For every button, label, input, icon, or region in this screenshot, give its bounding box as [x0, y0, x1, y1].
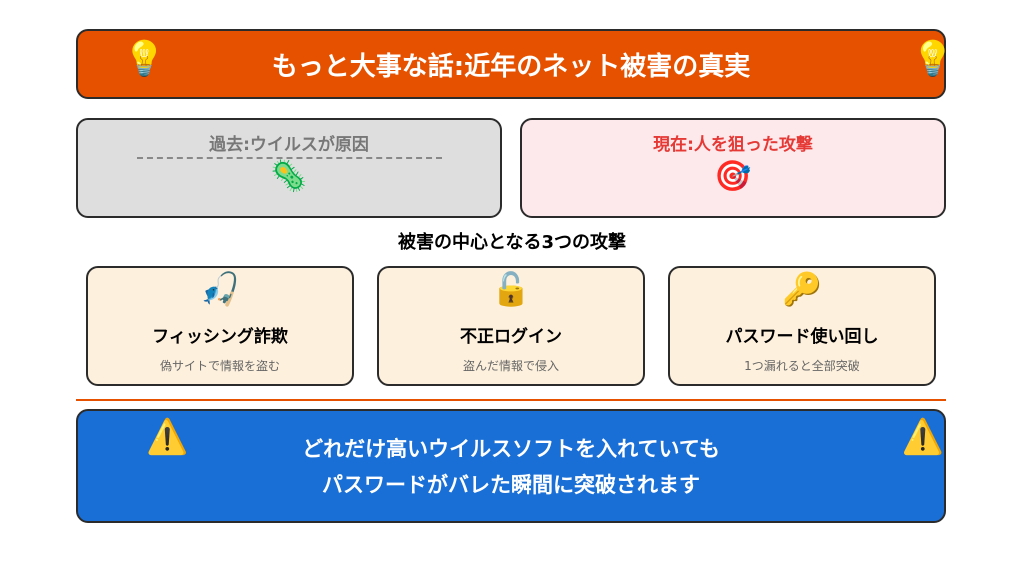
card-desc: 1つ漏れると全部突破: [744, 359, 860, 373]
card-desc: 偽サイトで情報を盗む: [159, 359, 280, 373]
warning-banner: ⚠️ どれだけ高いウイルスソフトを入れていても パスワードがバレた瞬間に突破され…: [76, 409, 946, 523]
card-unauthorized-login: 🔓 不正ログイン 盗んだ情報で侵入: [377, 266, 645, 386]
section-heading: 被害の中心となる3つの攻撃: [398, 232, 626, 253]
lightbulb-icon: 💡: [123, 39, 166, 79]
past-panel: 過去:ウイルスが原因 🦠: [76, 118, 502, 218]
unlock-icon: 🔓: [491, 270, 531, 308]
card-phishing: 🎣 フィッシング詐欺 偽サイトで情報を盗む: [86, 266, 354, 386]
target-icon: 🎯: [714, 159, 752, 194]
page-title: もっと大事な話:近年のネット被害の真実: [271, 51, 751, 82]
fishing-icon: 🎣: [200, 270, 240, 308]
divider-line: [76, 399, 946, 401]
lightbulb-icon: 💡: [911, 39, 954, 79]
card-title: 不正ログイン: [460, 327, 562, 347]
warning-icon: ⚠️: [901, 417, 944, 457]
virus-icon: 🦠: [270, 159, 308, 194]
past-label: 過去:ウイルスが原因: [209, 135, 369, 155]
card-title: パスワード使い回し: [725, 327, 879, 347]
card-password-reuse: 🔑 パスワード使い回し 1つ漏れると全部突破: [668, 266, 936, 386]
title-banner: 💡 もっと大事な話:近年のネット被害の真実 💡: [76, 29, 954, 99]
now-label: 現在:人を狙った攻撃: [653, 135, 813, 155]
now-panel: 現在:人を狙った攻撃 🎯: [520, 118, 946, 218]
divider: [136, 157, 442, 159]
key-icon: 🔑: [782, 270, 822, 308]
warning-line-2: パスワードがバレた瞬間に突破されます: [322, 473, 700, 497]
card-desc: 盗んだ情報で侵入: [462, 359, 559, 373]
warning-icon: ⚠️: [146, 417, 189, 457]
card-title: フィッシング詐欺: [152, 327, 288, 347]
warning-line-1: どれだけ高いウイルスソフトを入れていても: [302, 437, 720, 461]
